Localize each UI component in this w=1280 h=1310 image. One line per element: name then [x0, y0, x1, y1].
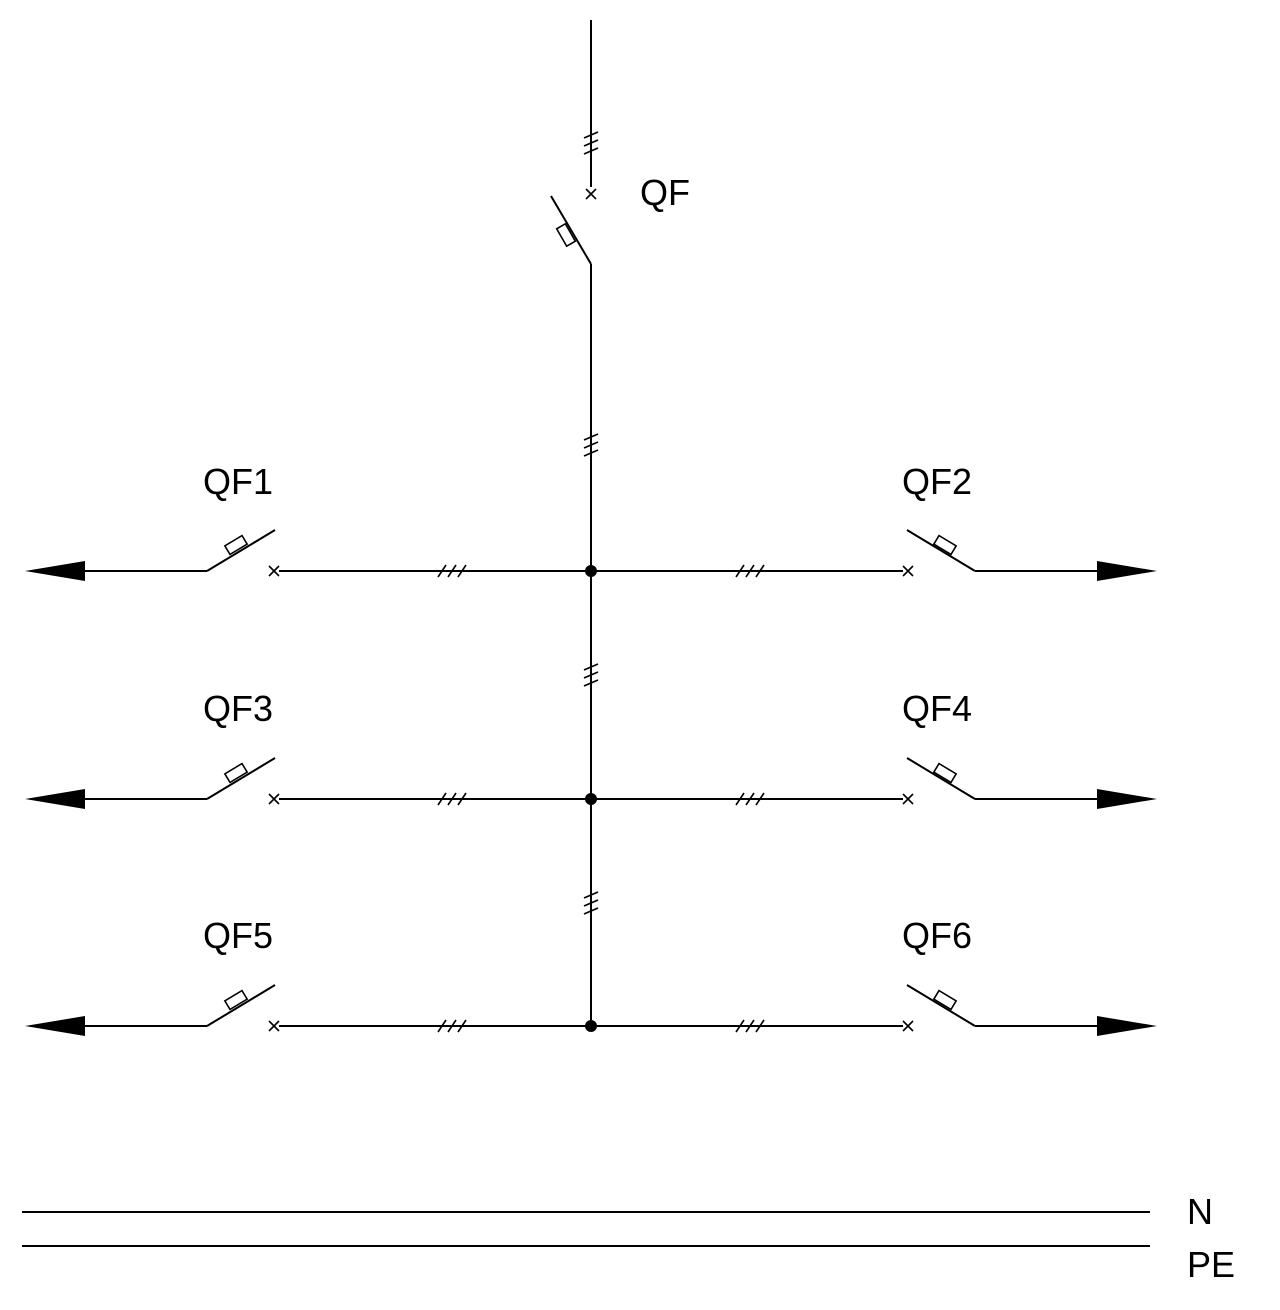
- breaker-cross-icon: [902, 1020, 914, 1032]
- arrow-left-icon: [25, 789, 85, 809]
- breaker-cross-icon: [585, 188, 597, 200]
- breaker-blade: [906, 529, 976, 572]
- breaker-blade: [206, 529, 276, 572]
- feeder-qf2: QF2: [591, 461, 1157, 581]
- thermal-release-icon: [223, 989, 249, 1011]
- feeder-label: QF5: [203, 915, 273, 956]
- pe-label: PE: [1187, 1244, 1235, 1285]
- feeder-row-1: QF1 QF2: [25, 461, 1157, 581]
- thermal-release-icon: [932, 534, 958, 556]
- feeder-label: QF3: [203, 688, 273, 729]
- thermal-release-icon: [223, 534, 249, 556]
- breaker-cross-icon: [902, 565, 914, 577]
- breaker-cross-icon: [268, 793, 280, 805]
- feeder-qf6: QF6: [591, 915, 1157, 1036]
- thermal-release-icon: [555, 222, 577, 248]
- three-phase-tick-mark: [583, 433, 599, 457]
- arrow-right-icon: [1097, 1016, 1157, 1036]
- three-phase-tick-mark: [437, 564, 467, 578]
- three-phase-tick-mark: [437, 792, 467, 806]
- feeder-row-2: QF3 QF4: [25, 688, 1157, 809]
- breaker-cross-icon: [902, 793, 914, 805]
- three-phase-tick-mark: [583, 891, 599, 915]
- thermal-release-icon: [223, 762, 249, 784]
- thermal-release-icon: [932, 762, 958, 784]
- neutral-conductor: N: [22, 1191, 1213, 1232]
- feeder-qf4: QF4: [591, 688, 1157, 809]
- feeder-qf5: QF5: [25, 915, 591, 1036]
- breaker-cross-icon: [268, 565, 280, 577]
- feeder-qf3: QF3: [25, 688, 591, 809]
- arrow-right-icon: [1097, 789, 1157, 809]
- breaker-blade: [906, 984, 976, 1027]
- breaker-cross-icon: [268, 1020, 280, 1032]
- feeder-row-3: QF5 QF6: [25, 915, 1157, 1036]
- feeder-label: QF6: [902, 915, 972, 956]
- main-incomer: QF: [550, 20, 690, 265]
- three-phase-tick-mark: [583, 131, 599, 155]
- busbar: [583, 264, 599, 1026]
- breaker-blade: [906, 757, 976, 800]
- three-phase-tick-mark: [735, 792, 765, 806]
- arrow-right-icon: [1097, 561, 1157, 581]
- feeder-label: QF4: [902, 688, 972, 729]
- breaker-blade: [206, 757, 276, 800]
- main-breaker-label: QF: [640, 172, 690, 213]
- feeder-qf1: QF1: [25, 461, 591, 581]
- three-phase-tick-mark: [735, 564, 765, 578]
- arrow-left-icon: [25, 561, 85, 581]
- breaker-blade: [206, 984, 276, 1027]
- protective-earth-conductor: PE: [22, 1244, 1235, 1285]
- three-phase-tick-mark: [583, 663, 599, 687]
- feeder-label: QF1: [203, 461, 273, 502]
- three-phase-tick-mark: [735, 1019, 765, 1033]
- feeder-label: QF2: [902, 461, 972, 502]
- thermal-release-icon: [932, 989, 958, 1011]
- neutral-label: N: [1187, 1191, 1213, 1232]
- arrow-left-icon: [25, 1016, 85, 1036]
- breaker-blade: [550, 195, 592, 265]
- three-phase-tick-mark: [437, 1019, 467, 1033]
